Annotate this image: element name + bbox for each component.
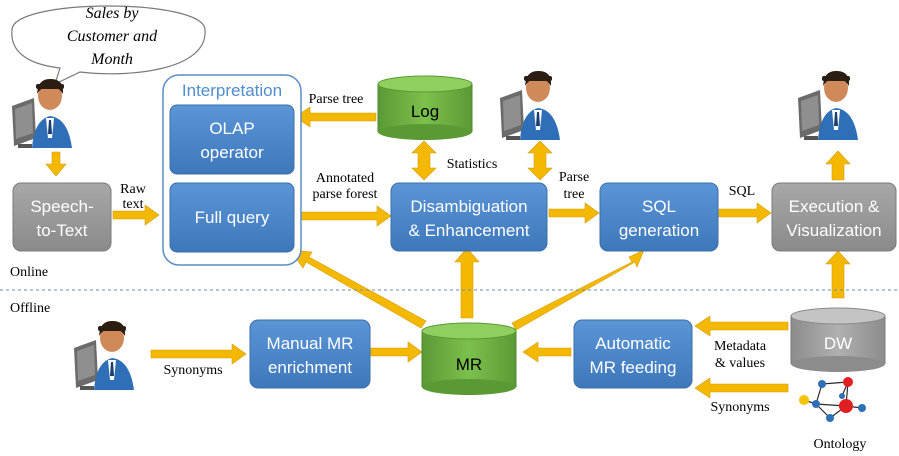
arrow-auto-to-mr	[522, 341, 572, 363]
exec-label-2: Visualization	[786, 221, 881, 240]
arrow-onto-to-auto	[694, 377, 789, 399]
mr-database: MR	[421, 322, 517, 395]
metadata-label-1: Metadata	[714, 339, 767, 354]
arrow-dw-to-exec	[825, 250, 851, 299]
arrow-interp-to-disamb	[300, 205, 392, 227]
dw-label: DW	[824, 334, 852, 353]
annotated-label-1: Annotated	[316, 171, 374, 186]
arrow-mr-to-disamb	[454, 247, 480, 319]
user-icon-offline	[74, 320, 134, 390]
log-label: Log	[411, 102, 439, 121]
speech-label-2: to-Text	[36, 221, 87, 240]
arrow-user-disamb	[527, 140, 553, 181]
ontology-graph-icon	[799, 377, 866, 422]
user-icon-output	[798, 70, 858, 140]
full-query-label: Full query	[195, 208, 270, 227]
olap-operator-box: OLAP operator	[169, 104, 295, 175]
bubble-line-2: Customer and	[67, 28, 158, 45]
sql-label-1: SQL	[642, 197, 676, 216]
mr-label: MR	[456, 355, 482, 374]
metadata-label-2: & values	[715, 356, 765, 371]
automatic-mr-box: Automatic MR feeding	[573, 319, 693, 389]
ontology-label: Ontology	[814, 437, 867, 452]
sql-arrow-label: SQL	[729, 184, 755, 199]
disamb-label-1: Disambiguation	[410, 197, 527, 216]
full-query-box: Full query	[169, 182, 295, 253]
arrow-user-to-manual	[150, 343, 247, 365]
sql-generation-box: SQL generation	[599, 182, 719, 252]
annotated-label-2: parse forest	[313, 187, 378, 202]
arrow-speech-to-interp	[112, 204, 160, 226]
interpretation-title: Interpretation	[182, 81, 282, 100]
speech-label-1: Speech-	[30, 197, 93, 216]
parse-tree-log-label: Parse tree	[309, 92, 364, 107]
user-icon-review	[500, 70, 560, 140]
arrow-mr-to-interp	[289, 249, 427, 329]
raw-text-label-2: text	[123, 197, 144, 212]
bubble-line-3: Month	[90, 51, 133, 68]
speech-to-text-box: Speech- to-Text	[12, 182, 112, 252]
statistics-label: Statistics	[447, 157, 498, 172]
olap-label-2: operator	[200, 143, 264, 162]
online-label: Online	[10, 265, 48, 280]
arrow-user-to-speech	[45, 151, 67, 177]
log-database: Log	[377, 75, 473, 140]
arrow-dw-to-auto	[694, 315, 789, 337]
user-icon-online	[12, 78, 72, 148]
manual-label-1: Manual MR	[267, 334, 354, 353]
dw-database: DW	[790, 307, 886, 372]
manual-mr-box: Manual MR enrichment	[249, 319, 371, 389]
execution-box: Execution & Visualization	[771, 182, 897, 252]
auto-label-1: Automatic	[595, 334, 671, 353]
sql-label-2: generation	[619, 221, 699, 240]
synonyms-onto-label: Synonyms	[710, 400, 769, 415]
arrow-sql-to-exec	[718, 202, 772, 224]
raw-text-label-1: Raw	[120, 182, 147, 197]
manual-label-2: enrichment	[268, 358, 352, 377]
arrow-log-disamb	[411, 140, 437, 181]
parse-tree-label-2: tree	[564, 187, 585, 202]
synonyms-manual-label: Synonyms	[163, 363, 222, 378]
auto-label-2: MR feeding	[590, 358, 677, 377]
speech-bubble: Sales by Customer and Month	[11, 5, 206, 86]
parse-tree-label-1: Parse	[559, 170, 589, 185]
arrow-log-to-interp	[294, 106, 377, 128]
offline-label: Offline	[10, 301, 50, 316]
disamb-label-2: & Enhancement	[409, 221, 530, 240]
arrow-manual-to-mr	[370, 341, 423, 363]
arrow-exec-to-user	[825, 150, 851, 181]
disambiguation-box: Disambiguation & Enhancement	[390, 182, 548, 252]
olap-label-1: OLAP	[209, 119, 254, 138]
bubble-line-1: Sales by	[86, 5, 140, 22]
exec-label-1: Execution &	[789, 197, 880, 216]
arrow-disamb-to-sql	[548, 202, 600, 224]
